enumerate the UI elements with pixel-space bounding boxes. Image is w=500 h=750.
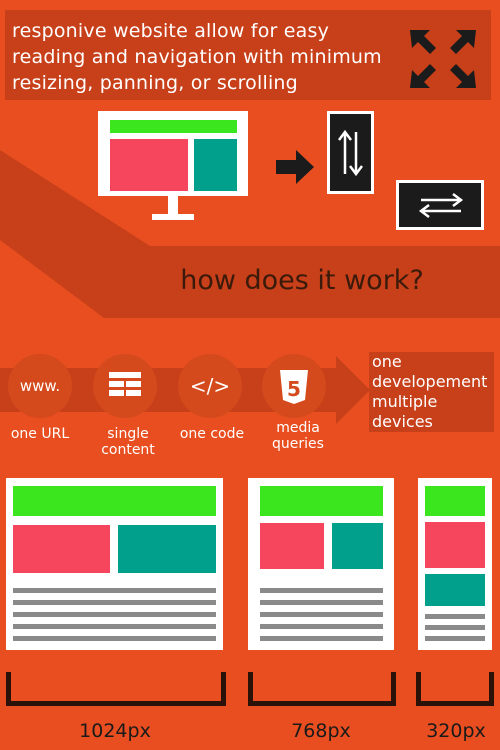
result-line-2: developement (372, 372, 488, 391)
rotate-vertical-icon (338, 129, 363, 177)
step-html5-circle: 5 (262, 354, 326, 418)
desktop-width-bracket (6, 672, 226, 706)
mobile-header-block (425, 486, 485, 516)
step-label-url-line1: one URL (10, 426, 70, 442)
tablet-text-line (260, 636, 383, 641)
desktop-sidebar-block (118, 525, 216, 573)
diagonal-band (0, 150, 150, 318)
mobile-sidebar-block (425, 574, 485, 606)
expand-arrows-icon (410, 30, 476, 88)
code-icon: </> (189, 374, 231, 398)
tablet-text-line (260, 588, 383, 593)
step-label-content: single content (88, 426, 168, 458)
tablet-content-block (260, 523, 324, 569)
step-code-circle: </> (178, 354, 242, 418)
phone-landscape (396, 180, 484, 230)
step-label-url: one URL (0, 426, 80, 442)
how-title: how does it work? (180, 265, 424, 296)
size-label-desktop: 1024px (79, 720, 151, 742)
header-line-1: responive website allow for easy (12, 20, 330, 42)
header-banner (5, 10, 491, 100)
desktop-content-block (13, 525, 110, 573)
mobile-text-line (425, 625, 485, 630)
monitor-content-block (110, 139, 188, 191)
desktop-text-line (13, 612, 216, 617)
mobile-text-line (425, 614, 485, 619)
desktop-header-block (13, 486, 216, 516)
step-label-code-line1: one code (179, 426, 245, 442)
phone-portrait (327, 111, 374, 194)
arrow-right-icon (276, 150, 314, 184)
mobile-width-bracket (416, 672, 494, 706)
step-content-circle (93, 354, 157, 418)
monitor-stand (152, 194, 194, 220)
rotate-horizontal-icon (418, 193, 464, 218)
desktop-text-line (13, 588, 216, 593)
result-text: one developement multiple devices (372, 352, 487, 432)
monitor-header-block (110, 120, 237, 133)
header-text: responive website allow for easy reading… (12, 18, 392, 96)
tablet-header-block (260, 486, 383, 516)
mobile-content-block (425, 522, 485, 568)
desktop-text-line (13, 624, 216, 629)
how-banner (104, 246, 500, 318)
result-line-3: multiple (372, 392, 438, 411)
tablet-text-line (260, 612, 383, 617)
result-box (369, 352, 494, 432)
monitor-sidebar-block (194, 139, 237, 191)
size-label-mobile: 320px (426, 720, 486, 742)
step-www-circle: www. (8, 354, 72, 418)
step-label-content-line1: single (107, 426, 149, 442)
www-icon: www. (19, 377, 61, 395)
step-label-media: media queries (256, 420, 340, 452)
step-label-content-line2: content (101, 442, 155, 458)
desktop-text-line (13, 636, 216, 641)
result-line-4: devices (372, 412, 433, 431)
layout-icon (109, 372, 141, 396)
header-line-3: resizing, panning, or scrolling (12, 72, 298, 94)
result-line-1: one (372, 352, 402, 371)
header-line-2: reading and navigation with minimum (12, 46, 382, 68)
html5-shield-icon: 5 (280, 370, 308, 404)
tablet-width-bracket (248, 672, 396, 706)
size-label-tablet: 768px (291, 720, 351, 742)
desktop-text-line (13, 600, 216, 605)
step-label-code: one code (170, 426, 254, 442)
step-label-media-line1: media (276, 420, 320, 436)
tablet-text-line (260, 600, 383, 605)
tablet-sidebar-block (332, 523, 383, 569)
tablet-text-line (260, 624, 383, 629)
mobile-text-line (425, 636, 485, 641)
html5-number: 5 (287, 377, 301, 401)
step-label-media-line2: queries (272, 436, 324, 452)
